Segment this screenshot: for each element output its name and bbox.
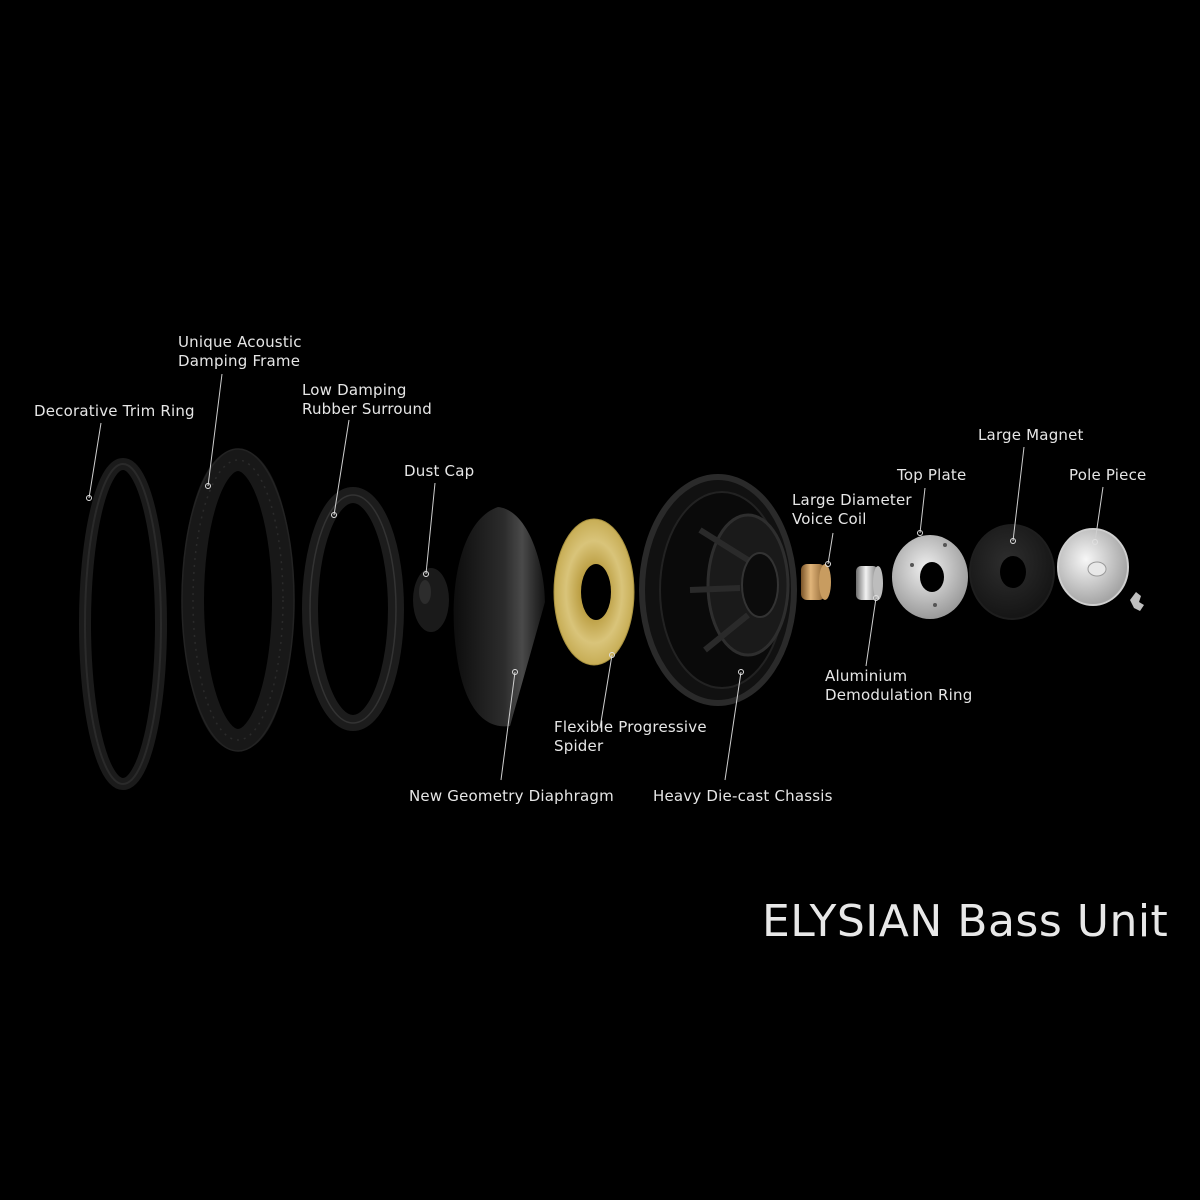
label-spider: Flexible Progressive Spider <box>554 718 712 755</box>
chassis-part <box>639 474 797 706</box>
demodulation-ring-part <box>856 566 883 600</box>
label-diaphragm: New Geometry Diaphragm <box>409 787 614 805</box>
label-trim-ring: Decorative Trim Ring <box>34 402 195 420</box>
label-voice-coil: Large Diameter Voice Coil <box>792 491 917 528</box>
label-demodulation-ring: Aluminium Demodulation Ring <box>825 667 972 704</box>
voice-coil-part <box>801 564 831 600</box>
label-chassis: Heavy Die-cast Chassis <box>653 787 833 805</box>
pole-piece-part <box>1057 528 1144 611</box>
label-magnet: Large Magnet <box>978 426 1084 444</box>
top-plate-part <box>892 535 968 619</box>
trim-ring-part <box>79 458 167 790</box>
label-dust-cap: Dust Cap <box>404 462 474 480</box>
magnet-part <box>969 524 1055 620</box>
label-pole-piece: Pole Piece <box>1069 466 1146 484</box>
diaphragm-part <box>453 507 545 727</box>
label-top-plate: Top Plate <box>896 466 966 484</box>
label-rubber-surround: Low Damping Rubber Surround <box>302 381 432 418</box>
diagram-title: ELYSIAN Bass Unit <box>762 896 1169 947</box>
leader-lines <box>86 373 1104 781</box>
dust-cap-part <box>413 568 449 632</box>
damping-frame-part <box>181 448 295 752</box>
spider-part <box>553 518 635 666</box>
rubber-surround-part <box>302 487 404 731</box>
label-damping-frame: Unique Acoustic Damping Frame <box>178 333 307 370</box>
